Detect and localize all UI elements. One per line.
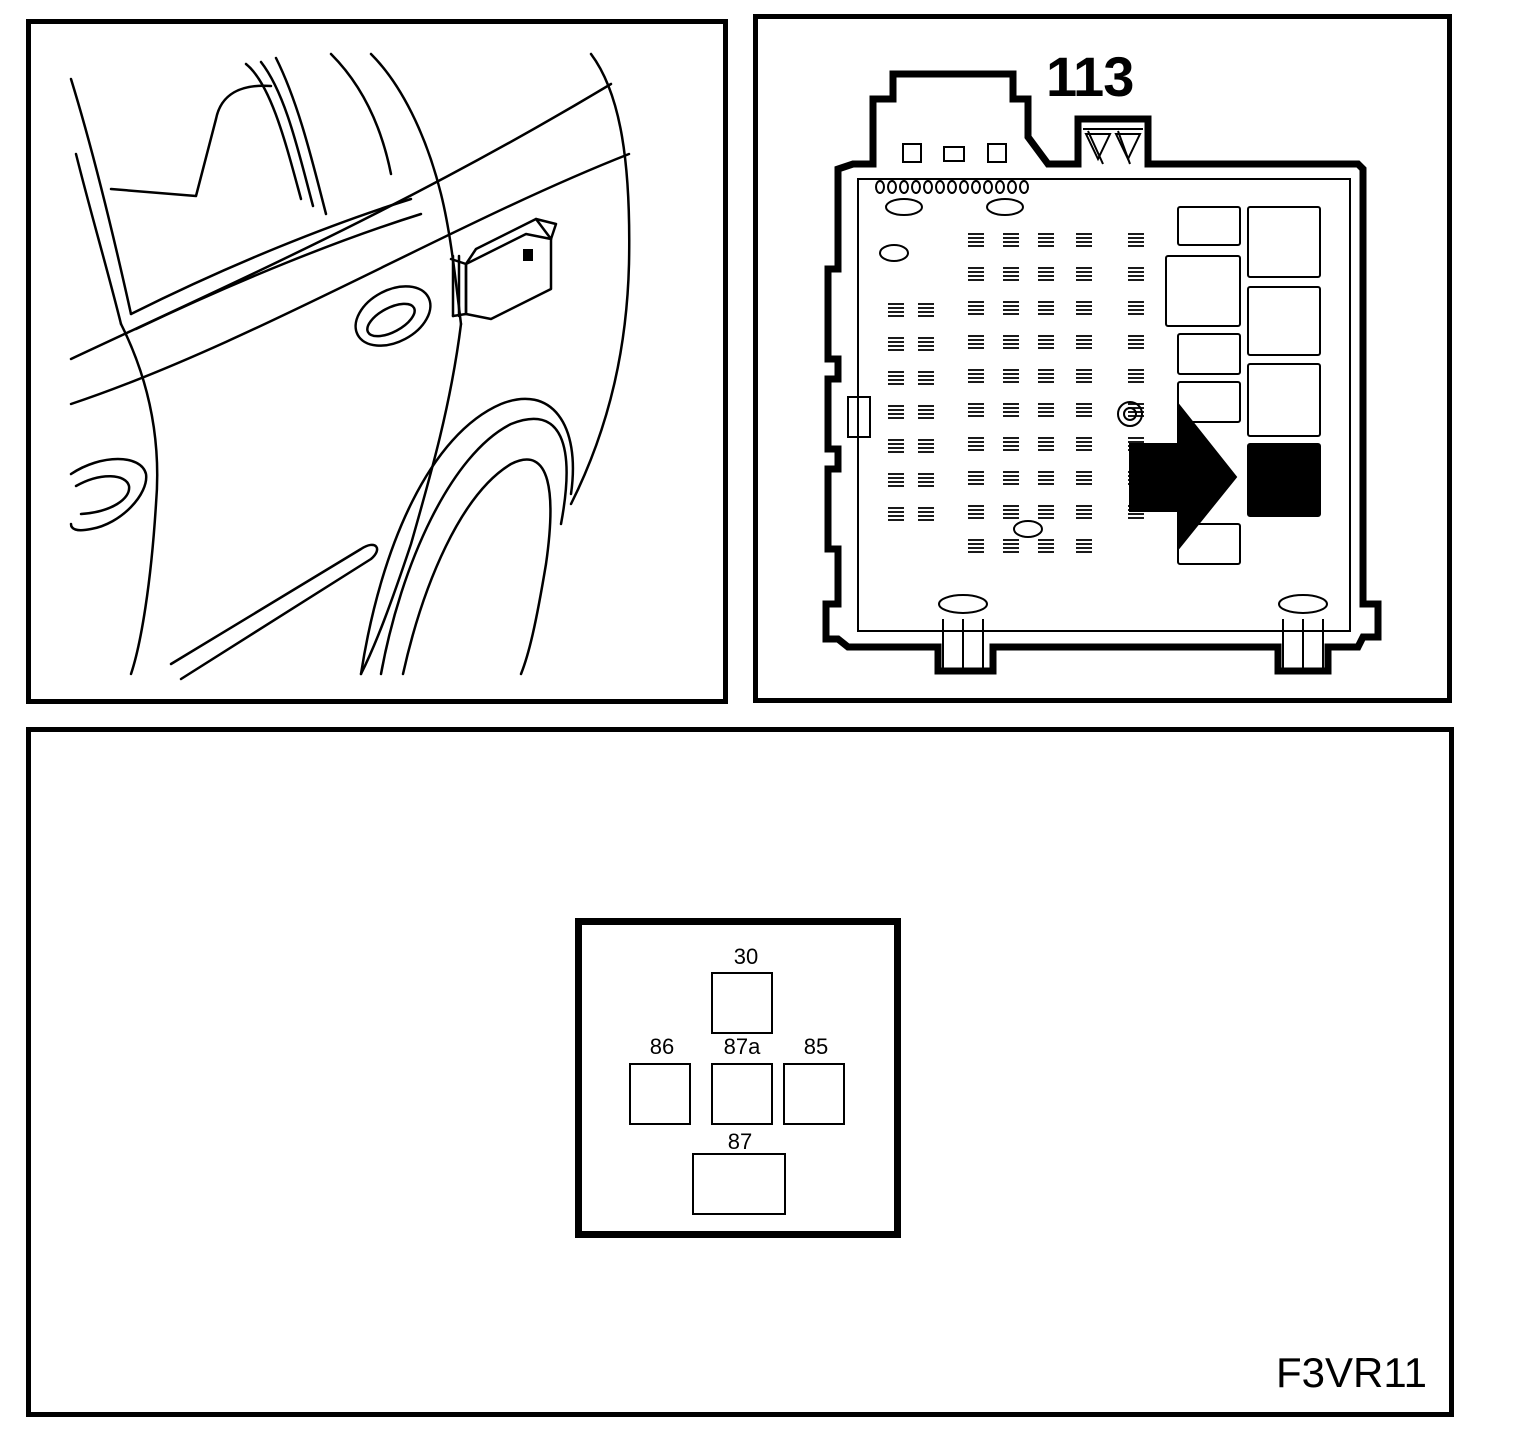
pin-30 [711,972,773,1034]
pin-label-85: 85 [803,1034,829,1059]
pin-label-87a: 87a [723,1034,761,1059]
component-callout-number: 113 [1046,45,1134,108]
relay-pinout-panel: 30 86 87a 85 87 F3VR11 [26,727,1454,1417]
fusebox-panel: 113 [753,14,1452,703]
arrow-right-icon [1129,401,1238,552]
relay-socket: 30 86 87a 85 87 [575,918,901,1238]
pin-87a [711,1063,773,1125]
pin-85 [783,1063,845,1125]
pin-label-87: 87 [727,1129,753,1154]
pin-87 [692,1153,786,1215]
car-rear-door-outline-icon [69,52,631,681]
pin-86 [629,1063,691,1125]
fuse-relay-box-icon [822,70,1382,675]
figure-code: F3VR11 [1276,1349,1427,1396]
pin-label-30: 30 [733,944,759,969]
car-location-panel [26,19,728,704]
pin-label-86: 86 [649,1034,675,1059]
